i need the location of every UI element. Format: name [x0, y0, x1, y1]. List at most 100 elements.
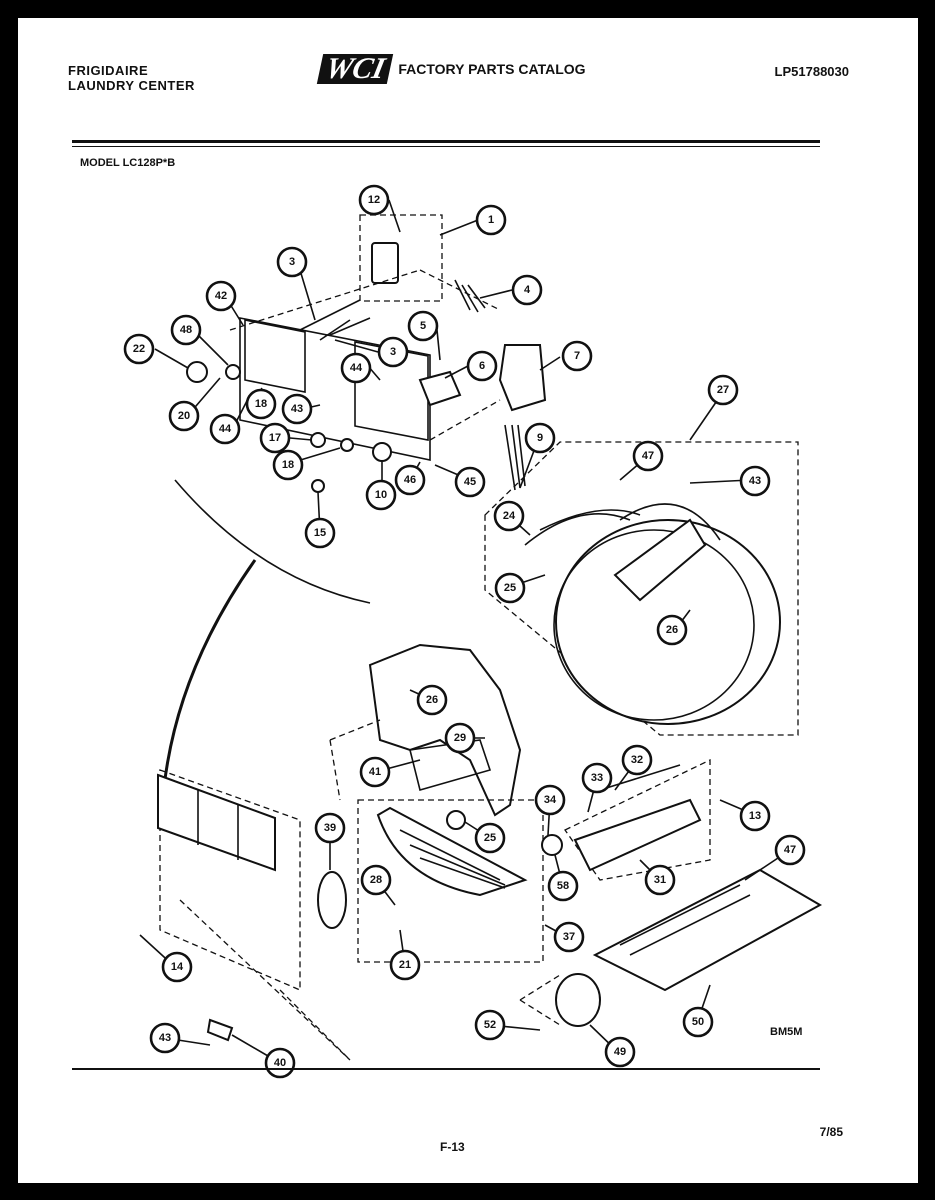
callout-27: 27: [707, 374, 739, 406]
callout-13: 13: [739, 800, 771, 832]
callout-20: 20: [168, 400, 200, 432]
callout-50: 50: [682, 1006, 714, 1038]
svg-text:18: 18: [255, 398, 267, 410]
svg-text:24: 24: [503, 510, 516, 522]
callout-21: 21: [389, 949, 421, 981]
svg-text:12: 12: [368, 194, 380, 206]
callout-44: 44: [340, 352, 372, 384]
control-panel-assembly: [186, 214, 547, 493]
svg-text:58: 58: [557, 880, 569, 892]
brand-block: FRIGIDAIRE LAUNDRY CENTER: [68, 63, 195, 93]
callout-14: 14: [161, 951, 193, 983]
publication-number: LP51788030: [774, 64, 849, 79]
svg-text:48: 48: [180, 324, 192, 336]
svg-text:26: 26: [426, 694, 438, 706]
front-bulkhead-assembly: [329, 643, 522, 817]
callout-45: 45: [454, 466, 486, 498]
svg-text:3: 3: [289, 256, 295, 268]
base-panel-assembly: [157, 769, 351, 1061]
footer-rule: [72, 1068, 820, 1070]
page-number: F-13: [440, 1140, 465, 1154]
callout-47: 47: [632, 440, 664, 472]
svg-text:47: 47: [642, 450, 654, 462]
svg-text:13: 13: [749, 810, 761, 822]
svg-text:17: 17: [269, 432, 281, 444]
catalog-title: FACTORY PARTS CATALOG: [398, 60, 586, 77]
svg-text:14: 14: [171, 961, 184, 973]
svg-text:47: 47: [784, 844, 796, 856]
callout-46: 46: [394, 464, 426, 496]
callout-39: 39: [314, 812, 346, 844]
svg-text:44: 44: [219, 423, 232, 435]
product-line: LAUNDRY CENTER: [68, 78, 195, 93]
callout-40: 40: [264, 1047, 296, 1079]
callout-1: 1: [475, 204, 507, 236]
callout-47b: 47: [774, 834, 806, 866]
svg-text:10: 10: [375, 489, 387, 501]
callout-10: 10: [365, 479, 397, 511]
svg-text:34: 34: [544, 794, 557, 806]
svg-text:52: 52: [484, 1019, 496, 1031]
svg-text:21: 21: [399, 959, 411, 971]
callout-7: 7: [561, 340, 593, 372]
callout-34: 34: [534, 784, 566, 816]
brand-name: FRIGIDAIRE: [68, 63, 149, 78]
callout-43: 43: [281, 393, 313, 425]
callout-32: 32: [621, 744, 653, 776]
svg-text:32: 32: [631, 754, 643, 766]
diagram-code: BM5M: [770, 1026, 802, 1038]
svg-text:26: 26: [666, 624, 678, 636]
callout-42: 42: [205, 280, 237, 312]
callout-17: 17: [259, 422, 291, 454]
callout-15: 15: [304, 517, 336, 549]
callout-3: 3: [276, 246, 308, 278]
svg-text:9: 9: [537, 432, 543, 444]
svg-text:3: 3: [390, 346, 396, 358]
catalog-title-block: WCI FACTORY PARTS CATALOG: [316, 52, 586, 85]
callout-12: 12: [358, 184, 390, 216]
svg-text:25: 25: [504, 582, 516, 594]
svg-text:33: 33: [591, 772, 603, 784]
callout-18: 18: [245, 388, 277, 420]
callout-48: 48: [170, 314, 202, 346]
svg-text:5: 5: [420, 320, 426, 332]
callout-3b: 3: [377, 336, 409, 368]
callout-44b: 44: [209, 413, 241, 445]
svg-text:41: 41: [369, 766, 381, 778]
svg-text:44: 44: [350, 362, 363, 374]
callout-43c: 43: [149, 1022, 181, 1054]
callout-49: 49: [604, 1036, 636, 1068]
svg-text:50: 50: [692, 1016, 704, 1028]
svg-text:39: 39: [324, 822, 336, 834]
svg-text:43: 43: [159, 1032, 171, 1044]
callout-33: 33: [581, 762, 613, 794]
svg-text:1: 1: [488, 214, 494, 226]
callout-29: 29: [444, 722, 476, 754]
callout-26: 26: [656, 614, 688, 646]
svg-text:43: 43: [749, 475, 761, 487]
revision-date: 7/85: [819, 1125, 843, 1139]
callout-43b: 43: [739, 465, 771, 497]
svg-text:45: 45: [464, 476, 476, 488]
callout-18b: 18: [272, 449, 304, 481]
callout-31: 31: [644, 864, 676, 896]
svg-text:31: 31: [654, 874, 666, 886]
callout-9: 9: [524, 422, 556, 454]
svg-text:6: 6: [479, 360, 485, 372]
svg-text:40: 40: [274, 1057, 286, 1069]
svg-text:22: 22: [133, 343, 145, 355]
svg-text:27: 27: [717, 384, 729, 396]
callout-37: 37: [553, 921, 585, 953]
callout-58: 58: [547, 870, 579, 902]
svg-text:28: 28: [370, 874, 382, 886]
lint-filter-assembly: [317, 799, 544, 963]
svg-text:43: 43: [291, 403, 303, 415]
svg-text:18: 18: [282, 459, 294, 471]
heater-bracket-assembly: [541, 758, 711, 881]
callout-26b: 26: [416, 684, 448, 716]
svg-text:49: 49: [614, 1046, 626, 1058]
callout-25: 25: [494, 572, 526, 604]
svg-text:7: 7: [574, 350, 580, 362]
svg-text:20: 20: [178, 410, 190, 422]
exhaust-duct-assembly: [519, 868, 823, 1027]
